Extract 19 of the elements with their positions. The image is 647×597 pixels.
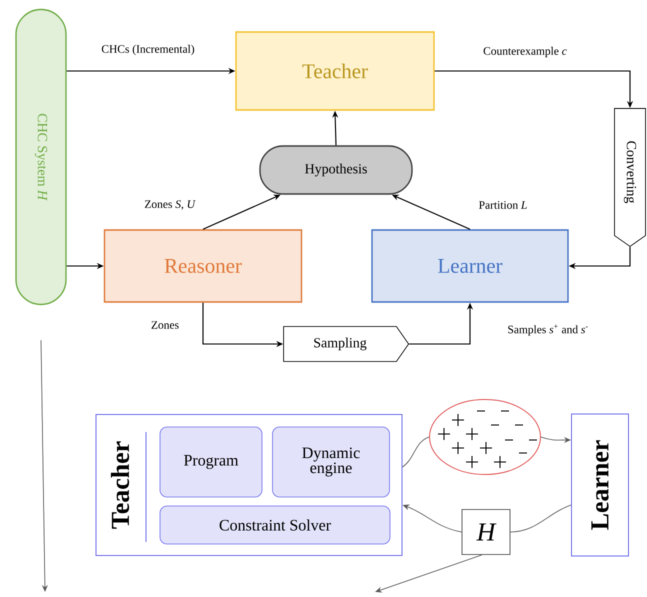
teacher-box: Teacher: [235, 31, 435, 111]
system-box: CHC System H: [15, 8, 67, 306]
samples-ellipse: [429, 399, 541, 475]
converting-box: Converting: [614, 108, 646, 247]
reasoner-box: Reasoner: [104, 229, 302, 303]
edge-label: Zones: [150, 320, 180, 330]
edge-label: Zones S, U: [142, 198, 198, 212]
edge-label: Counterexample c: [482, 45, 568, 59]
learner-box: Learner: [371, 229, 569, 303]
hypothesis-box: Hypothesis: [259, 145, 413, 195]
program-box: Program: [160, 426, 262, 498]
sampling-box: Sampling: [283, 326, 410, 362]
h-box: H: [462, 509, 510, 555]
learner-panel: Learner: [571, 414, 629, 556]
solver-box: Constraint Solver: [160, 506, 390, 544]
engine-box: Dynamic engine: [272, 426, 390, 498]
edge-label: Samples s$^{+}$ and s$^{-}$: [506, 322, 590, 338]
edge-label: CHCs (Incremental): [100, 43, 196, 57]
edge-label: Partition L: [477, 200, 529, 210]
